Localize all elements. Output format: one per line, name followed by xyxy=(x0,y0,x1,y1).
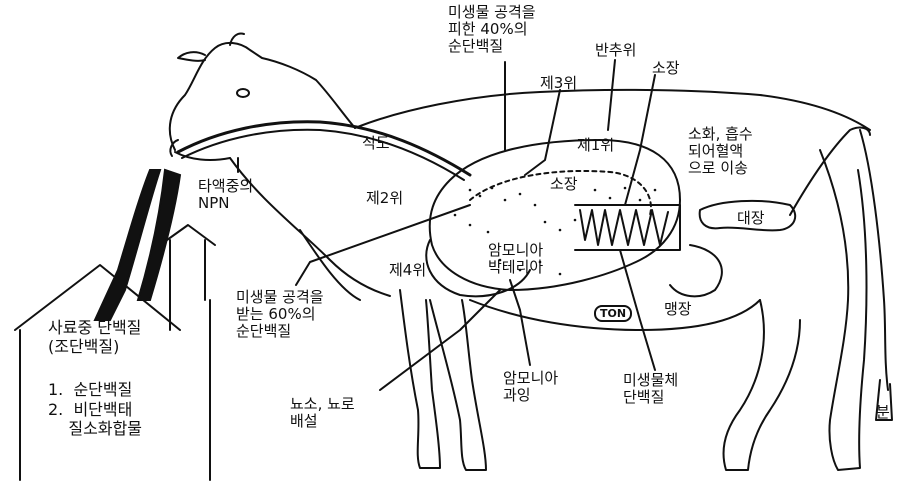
label-esophagus: 식도 xyxy=(362,135,390,152)
label-saliva-npn: 타액중의 NPN xyxy=(198,178,253,212)
label-feed-item-1: 1. 순단백질 xyxy=(48,380,132,399)
cow-hind-leg-1 xyxy=(724,300,800,470)
label-small-intestine-top: 소장 xyxy=(652,60,680,77)
cow-back-line xyxy=(355,90,870,130)
cow-head-outline xyxy=(170,43,355,150)
label-large-intestine: 대장 xyxy=(737,210,765,227)
pointer-microbe-attacked xyxy=(296,205,470,285)
label-feces: 분 xyxy=(876,404,890,421)
label-feed-protein: 사료중 단백질 (조단백질) xyxy=(48,318,141,356)
label-microbe-avoid-protein: 미생물 공격을 피한 40%의 순단백질 xyxy=(448,4,536,55)
label-ruminant: 반추위 xyxy=(595,42,636,59)
ton-badge: TON xyxy=(594,305,632,322)
label-stomach3: 제3위 xyxy=(540,75,577,92)
label-ammonia-bacteria: 암모니아 박테리아 xyxy=(488,242,543,276)
cow-neck-line xyxy=(230,158,390,296)
cecum-shape xyxy=(670,245,722,296)
cow-ear xyxy=(178,52,205,61)
label-microbe-attacked-protein: 미생물 공격을 받는 60%의 순단백질 xyxy=(236,289,324,340)
label-feed-item-2: 2. 비단백태 질소화합물 xyxy=(48,400,142,438)
rumen-outline xyxy=(430,140,680,290)
esophagus-tube-inner xyxy=(182,130,464,180)
small-intestine-coil xyxy=(580,210,668,245)
label-urea-excretion: 뇨소, 뇨로 배설 xyxy=(290,396,355,430)
cow-mouth xyxy=(175,152,230,160)
pointer-ruminant xyxy=(608,60,615,130)
pointer-stomach3 xyxy=(525,90,560,175)
label-cecum: 맹장 xyxy=(664,301,692,318)
label-stomach4: 제4위 xyxy=(389,262,426,279)
label-ammonia-excess: 암모니아 과잉 xyxy=(503,370,558,404)
label-absorb-blood: 소화, 흡수 되어혈액 으로 이송 xyxy=(688,126,753,177)
label-small-intestine-mid: 소장 xyxy=(550,176,578,193)
label-microbial-protein: 미생물체 단백질 xyxy=(623,372,678,406)
label-stomach1: 제1위 xyxy=(577,137,614,154)
cow-hind-leg-2 xyxy=(820,150,866,470)
cow-eye xyxy=(237,89,249,97)
pointer-small-intestine-top xyxy=(625,75,655,205)
label-stomach2: 제2위 xyxy=(366,190,403,207)
pointer-ammonia-excess xyxy=(510,280,530,365)
silo-tower xyxy=(170,240,205,330)
